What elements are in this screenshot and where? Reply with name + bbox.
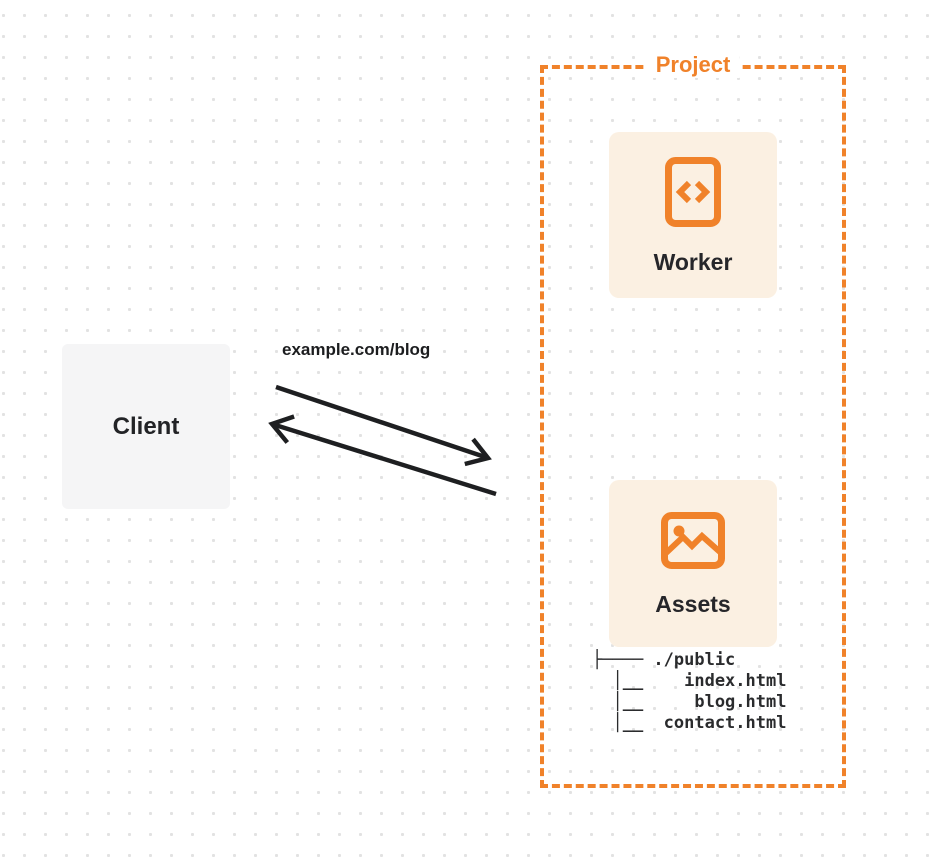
assets-file-tree: ├──── ./public │__ index.html │__ blog.h… (592, 650, 787, 733)
worker-label: Worker (653, 248, 733, 275)
client-label: Client (112, 412, 180, 440)
request-url-label: example.com/blog (282, 340, 431, 359)
project-container: Project Worker Assets ├──── ./public │__… (540, 52, 846, 788)
project-to-client-arrow (268, 414, 497, 497)
worker-card: Worker (609, 132, 777, 298)
client-box: Client (62, 344, 230, 509)
client-to-project-arrow (275, 384, 492, 467)
image-icon (661, 511, 725, 569)
assets-card: Assets (609, 480, 777, 647)
assets-label: Assets (655, 590, 731, 617)
project-label: Project (646, 52, 740, 78)
code-file-icon (665, 156, 721, 227)
